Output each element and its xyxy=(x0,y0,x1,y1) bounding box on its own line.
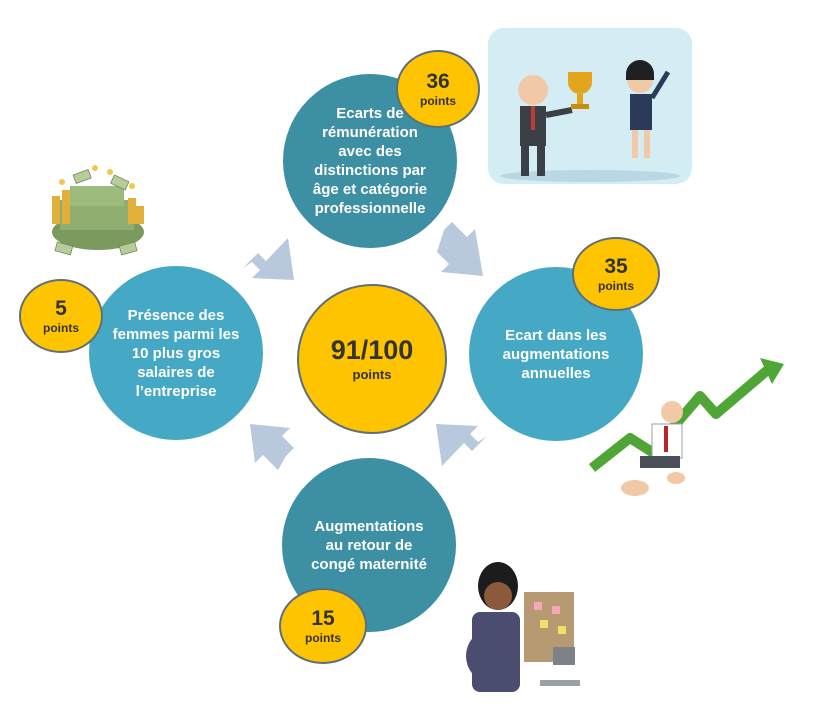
points-badge-annual-raises: 35 points xyxy=(572,237,660,311)
cycle-arrow-bottom-left xyxy=(250,424,294,470)
pregnant-woman-phone-illustration xyxy=(466,562,580,692)
points-value: 15 xyxy=(311,606,335,630)
cycle-arrow-top-left xyxy=(243,238,294,280)
topic-label-annual-raises: Ecart dans les augmentations annuelles xyxy=(502,326,610,382)
total-score-value: 91/100 xyxy=(330,335,414,365)
cycle-arrow-top-right xyxy=(437,222,483,276)
total-score-circle: 91/100 points xyxy=(297,284,447,434)
points-unit: points xyxy=(598,278,634,293)
points-unit: points xyxy=(43,320,79,335)
growth-arrow-illustration xyxy=(588,358,784,496)
total-score-unit: points xyxy=(352,367,392,382)
points-value: 35 xyxy=(604,254,628,278)
points-value: 5 xyxy=(55,296,67,320)
trophy-award-illustration xyxy=(488,28,692,184)
topic-label-top-salaries: Présence des femmes parmi les 10 plus gr… xyxy=(112,306,240,400)
topic-circle-top-salaries: Présence des femmes parmi les 10 plus gr… xyxy=(89,266,263,440)
topic-label-pay-gap: Ecarts de rémunération avec des distinct… xyxy=(312,105,428,217)
points-badge-pay-gap: 36 points xyxy=(396,50,480,128)
points-unit: points xyxy=(305,630,341,645)
points-badge-top-salaries: 5 points xyxy=(19,279,103,353)
points-badge-maternity-leave: 15 points xyxy=(279,588,367,664)
cycle-arrow-bottom-right xyxy=(436,424,487,466)
money-pile-icon xyxy=(48,164,148,260)
points-unit: points xyxy=(420,93,456,108)
topic-label-maternity-leave: Augmentations au retour de congé materni… xyxy=(311,517,427,573)
points-value: 36 xyxy=(426,69,450,93)
